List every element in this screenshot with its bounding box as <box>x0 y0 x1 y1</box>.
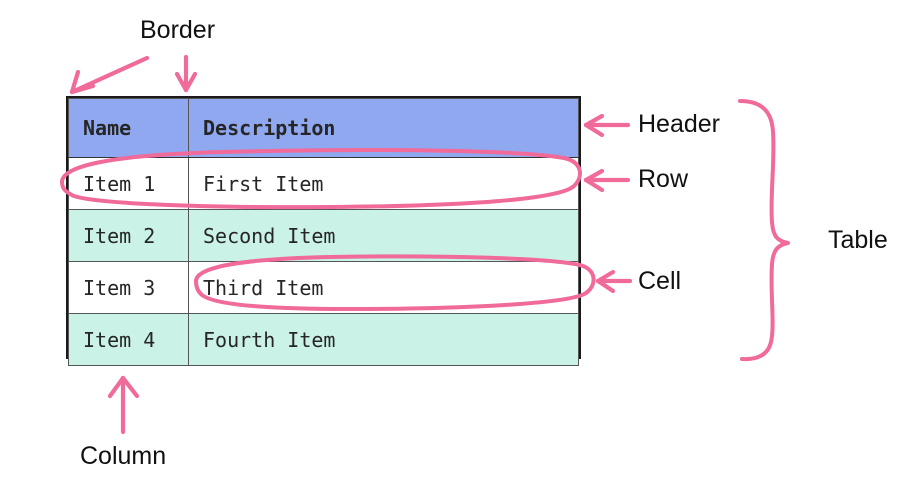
annotation-label-row: Row <box>638 165 689 193</box>
table-row: Item 3 Third Item <box>68 261 579 314</box>
cell-name: Item 3 <box>68 261 189 314</box>
annotation-label-table: Table <box>828 226 888 254</box>
cell-name: Item 1 <box>68 157 189 210</box>
column-arrow-icon <box>107 375 140 435</box>
data-table: Name Description Item 1 First Item Item … <box>68 98 579 366</box>
table-header: Name Description <box>68 98 579 158</box>
cell-description: Second Item <box>188 209 579 262</box>
annotation-label-header: Header <box>638 110 720 138</box>
table-row: Item 1 First Item <box>68 157 579 210</box>
table-row: Item 4 Fourth Item <box>68 313 579 366</box>
annotation-label-cell: Cell <box>638 267 682 295</box>
table-header-row: Name Description <box>68 98 579 158</box>
header-arrow-icon <box>583 113 631 138</box>
cell-description: First Item <box>188 157 579 210</box>
table-body: Item 1 First Item Item 2 Second Item Ite… <box>68 157 579 366</box>
cell-name: Item 4 <box>68 313 189 366</box>
border-vertical-arrow-icon <box>174 54 198 93</box>
cell-description: Fourth Item <box>188 313 579 366</box>
column-header-name: Name <box>68 98 189 158</box>
annotation-label-border: Border <box>140 16 216 44</box>
column-header-description: Description <box>188 98 579 158</box>
border-diagonal-arrow-icon <box>69 55 150 95</box>
cell-arrow-icon <box>595 269 633 294</box>
row-arrow-icon <box>583 168 631 193</box>
data-table-container: Name Description Item 1 First Item Item … <box>66 96 581 366</box>
cell-description: Third Item <box>188 261 579 314</box>
table-row: Item 2 Second Item <box>68 209 579 262</box>
cell-name: Item 2 <box>68 209 189 262</box>
annotation-label-column: Column <box>80 442 167 470</box>
table-brace-icon <box>738 99 790 362</box>
